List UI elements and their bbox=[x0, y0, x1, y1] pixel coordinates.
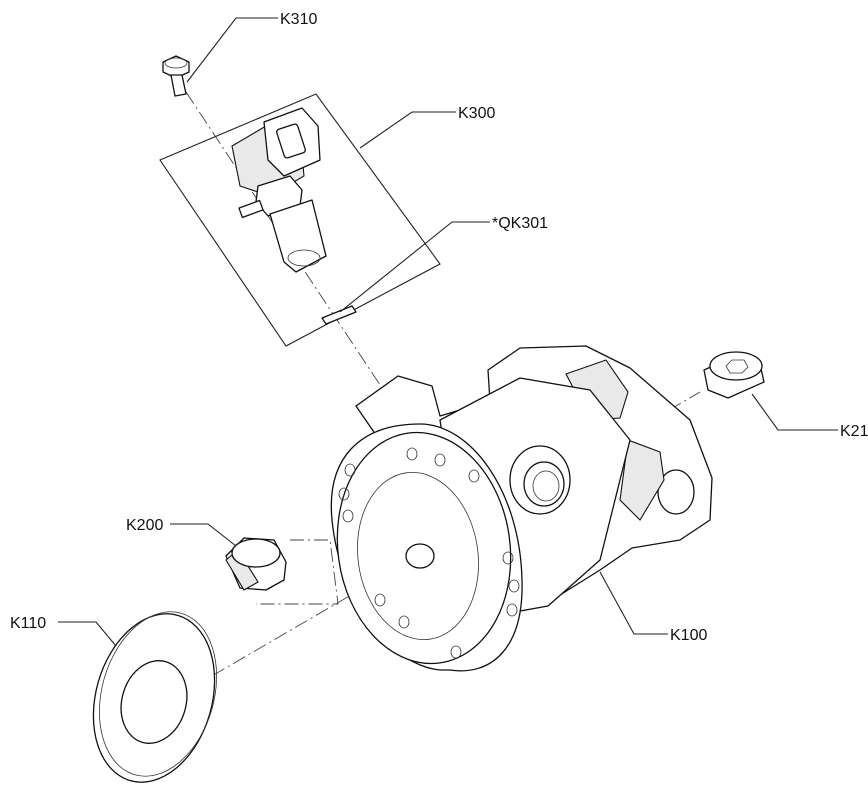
leader-lines bbox=[58, 17, 838, 647]
label-k100: K100 bbox=[670, 627, 707, 644]
screw-k310 bbox=[162, 55, 190, 97]
sensor-k300 bbox=[231, 107, 327, 273]
label-qk301: *QK301 bbox=[492, 215, 548, 232]
k300-group-outline bbox=[159, 93, 441, 347]
oring-qk301 bbox=[321, 305, 357, 325]
leader-k200 bbox=[170, 523, 237, 547]
washer-k110 bbox=[92, 611, 217, 783]
leader-k300 bbox=[359, 111, 456, 149]
flange-bolt-holes bbox=[338, 447, 520, 659]
label-k210: K210 bbox=[840, 423, 868, 440]
callout-labels: K310 K300 *QK301 K210 K200 K110 K100 bbox=[10, 11, 868, 644]
leader-k110 bbox=[58, 621, 117, 647]
leader-k310 bbox=[186, 17, 278, 83]
label-k310: K310 bbox=[280, 11, 317, 28]
label-k110: K110 bbox=[10, 615, 46, 632]
leader-k100 bbox=[599, 571, 668, 635]
plug-k200 bbox=[225, 537, 287, 591]
label-k200: K200 bbox=[126, 517, 163, 534]
leader-qk301 bbox=[339, 221, 490, 313]
label-k300: K300 bbox=[458, 105, 495, 122]
leader-k210 bbox=[751, 393, 838, 431]
sensor-group-frame bbox=[159, 93, 441, 347]
housing-k100 bbox=[330, 345, 713, 672]
plug-k210 bbox=[703, 351, 765, 399]
